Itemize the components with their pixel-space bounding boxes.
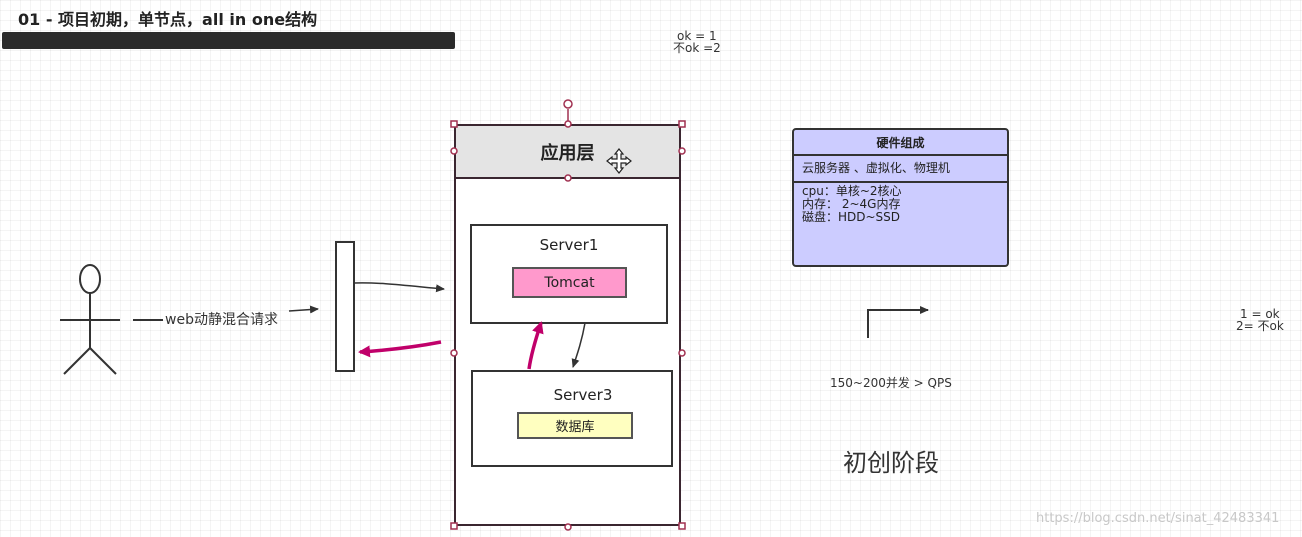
hardware-disk: 磁盘：HDD~SSD bbox=[802, 210, 901, 224]
title-highlight-bar bbox=[2, 32, 455, 49]
tomcat-box[interactable]: Tomcat bbox=[512, 267, 627, 298]
user-stick-figure-icon[interactable] bbox=[60, 264, 120, 375]
server3-box[interactable]: Server3 数据库 bbox=[471, 370, 673, 467]
app-layer-header[interactable]: 应用层 bbox=[456, 126, 679, 179]
request-label: web动静混合请求 bbox=[165, 312, 278, 328]
hardware-specs: cpu：单核~2核心 内存： 2~4G内存 磁盘：HDD~SSD bbox=[794, 183, 1007, 224]
hardware-cpu: cpu：单核~2核心 bbox=[802, 184, 902, 198]
page-title: 01 - 项目初期，单节点，all in one结构 bbox=[18, 10, 318, 29]
note-not-ok-2: 不ok =2 bbox=[673, 41, 721, 55]
server1-box[interactable]: Server1 Tomcat bbox=[470, 224, 668, 324]
hardware-subtitle: 云服务器 、虚拟化、物理机 bbox=[794, 156, 1007, 183]
bent-arrow bbox=[867, 306, 929, 338]
hardware-title: 硬件组成 bbox=[794, 130, 1007, 156]
watermark: https://blog.csdn.net/sinat_42483341 bbox=[1036, 511, 1280, 526]
app-layer-title: 应用层 bbox=[540, 142, 595, 164]
app-layer-container[interactable]: 应用层 Server1 Tomcat Server3 数据库 bbox=[454, 124, 681, 526]
note-2-not-ok: 2= 不ok bbox=[1236, 319, 1284, 333]
server3-label: Server3 bbox=[553, 386, 613, 404]
stage-label: 初创阶段 bbox=[843, 449, 939, 477]
forward-arrow bbox=[353, 282, 445, 293]
response-arrow bbox=[358, 340, 442, 358]
database-label: 数据库 bbox=[555, 420, 595, 435]
gateway-bar[interactable] bbox=[335, 241, 355, 372]
tomcat-label: Tomcat bbox=[544, 274, 595, 291]
request-arrow bbox=[288, 305, 319, 314]
note-1-ok: 1 = ok bbox=[1240, 307, 1280, 321]
hardware-memory: 内存： 2~4G内存 bbox=[802, 197, 901, 211]
server1-label: Server1 bbox=[539, 236, 599, 254]
note-ok-1: ok = 1 bbox=[677, 29, 717, 43]
database-box[interactable]: 数据库 bbox=[517, 412, 633, 439]
hardware-box[interactable]: 硬件组成 云服务器 、虚拟化、物理机 cpu：单核~2核心 内存： 2~4G内存… bbox=[792, 128, 1009, 267]
qps-note: 150~200并发 > QPS bbox=[830, 376, 952, 390]
